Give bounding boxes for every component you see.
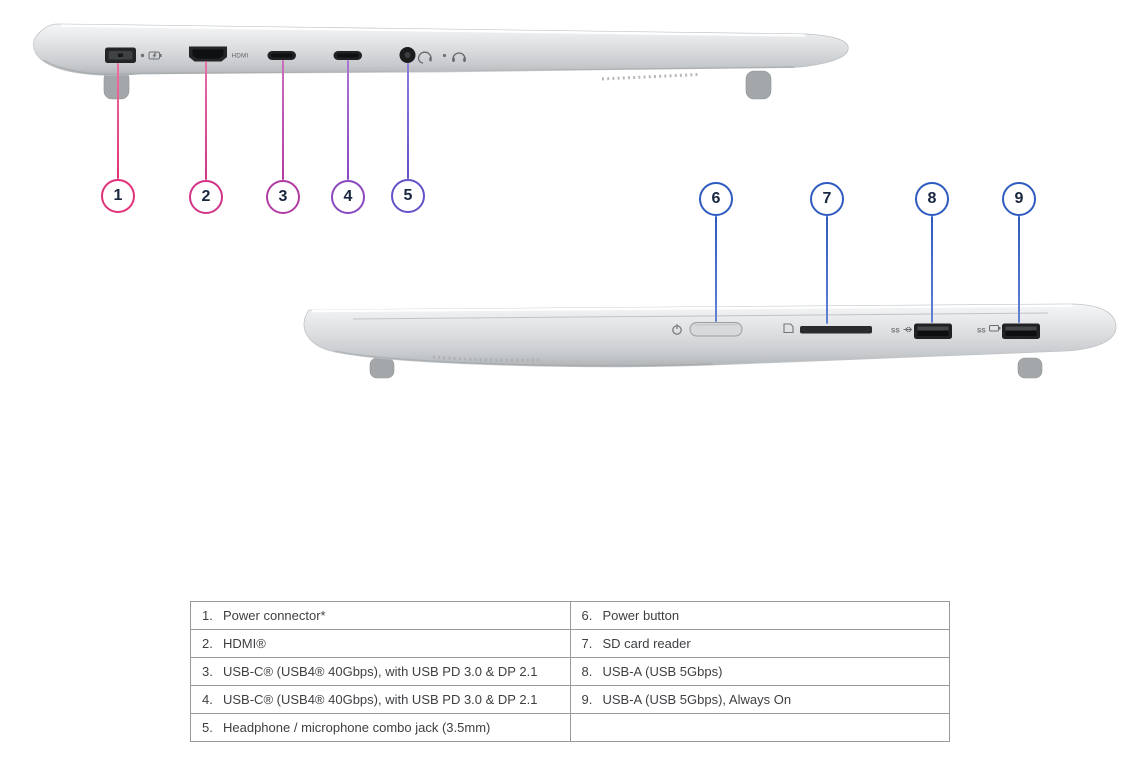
separator-dot-icon bbox=[442, 53, 447, 58]
power-symbol-icon bbox=[672, 324, 682, 335]
callout-circle-4: 4 bbox=[331, 180, 365, 214]
sd-card-slot bbox=[800, 326, 872, 334]
laptop-body bbox=[33, 23, 849, 76]
chassis-highlight bbox=[311, 304, 1073, 313]
callout-circle-1: 1 bbox=[101, 179, 135, 213]
svg-text:SS: SS bbox=[891, 328, 900, 335]
port-number: 2. bbox=[202, 636, 213, 651]
callout-line-4 bbox=[347, 60, 349, 180]
laptop-foot bbox=[1017, 357, 1043, 379]
legend-cell: 1. Power connector* bbox=[190, 601, 571, 630]
port-description: USB-C® (USB4® 40Gbps), with USB PD 3.0 &… bbox=[223, 664, 538, 679]
hdmi-port bbox=[189, 46, 227, 62]
callout-line-7 bbox=[826, 216, 828, 324]
usb-a-port-8 bbox=[914, 323, 952, 339]
legend-cell bbox=[569, 713, 950, 742]
callout-circle-9: 9 bbox=[1002, 182, 1036, 216]
table-row: 2. HDMI® 7. SD card reader bbox=[190, 629, 950, 658]
callout-circle-8: 8 bbox=[915, 182, 949, 216]
vent-holes bbox=[601, 73, 699, 81]
laptop-right-side-view: SS SS bbox=[283, 296, 1118, 389]
port-description: USB-A (USB 5Gbps), Always On bbox=[602, 692, 792, 707]
sd-card-icon bbox=[783, 323, 794, 334]
battery-status-icon bbox=[148, 51, 162, 60]
callout-line-3 bbox=[282, 60, 284, 180]
port-description: Headphone / microphone combo jack (3.5mm… bbox=[223, 720, 491, 735]
legend-cell: 8. USB-A (USB 5Gbps) bbox=[569, 657, 950, 686]
callout-line-6 bbox=[715, 216, 717, 322]
port-number: 3. bbox=[202, 664, 213, 679]
table-row: 1. Power connector* 6. Power button bbox=[190, 601, 950, 630]
callout-circle-7: 7 bbox=[810, 182, 844, 216]
port-description: SD card reader bbox=[602, 636, 691, 651]
port-number: 1. bbox=[202, 608, 213, 623]
usb-5gbps-icon: SS bbox=[891, 326, 913, 335]
laptop-foot bbox=[745, 70, 772, 100]
legend-cell: 7. SD card reader bbox=[569, 629, 950, 658]
callout-circle-5: 5 bbox=[391, 179, 425, 213]
callout-circle-3: 3 bbox=[266, 180, 300, 214]
callout-line-9 bbox=[1018, 216, 1020, 323]
ports-legend-table: 1. Power connector* 6. Power button 2. HDMI… bbox=[190, 601, 950, 742]
legend-cell: 5. Headphone / microphone combo jack (3.5… bbox=[190, 713, 571, 742]
power-led-dot bbox=[140, 53, 145, 58]
legend-cell: 9. USB-A (USB 5Gbps), Always On bbox=[569, 685, 950, 714]
port-number: 4. bbox=[202, 692, 213, 707]
port-number: 9. bbox=[581, 692, 593, 707]
port-description: Power button bbox=[602, 608, 680, 623]
callout-line-5 bbox=[407, 63, 409, 179]
legend-cell: 6. Power button bbox=[569, 601, 950, 630]
port-number: 5. bbox=[202, 720, 213, 735]
laptop-foot bbox=[369, 357, 395, 379]
table-row: 5. Headphone / microphone combo jack (3.5… bbox=[190, 713, 950, 742]
table-row: 3. USB-C® (USB4® 40Gbps), with USB PD 3.0… bbox=[190, 657, 950, 686]
svg-text:SS: SS bbox=[977, 328, 986, 335]
port-description: HDMI® bbox=[223, 636, 266, 651]
usb-a-port-9 bbox=[1002, 323, 1040, 339]
audio-jack-port bbox=[399, 47, 416, 63]
port-description: USB-C® (USB4® 40Gbps), with USB PD 3.0 &… bbox=[223, 692, 538, 707]
port-description: Power connector* bbox=[223, 608, 326, 623]
legend-cell: 4. USB-C® (USB4® 40Gbps), with USB PD 3.0… bbox=[190, 685, 571, 714]
headset-icon bbox=[417, 51, 432, 64]
callout-circle-6: 6 bbox=[699, 182, 733, 216]
laptop-left-side-view: HDMI bbox=[28, 14, 860, 107]
power-connector-port bbox=[105, 47, 136, 63]
vent-holes bbox=[432, 355, 542, 362]
usb-always-on-icon: SS bbox=[977, 325, 1001, 335]
callout-circle-2: 2 bbox=[189, 180, 223, 214]
headphone-icon bbox=[452, 52, 466, 62]
table-row: 4. USB-C® (USB4® 40Gbps), with USB PD 3.0… bbox=[190, 685, 950, 714]
callout-line-2 bbox=[205, 61, 207, 180]
port-description: USB-A (USB 5Gbps) bbox=[602, 664, 723, 679]
port-number: 6. bbox=[581, 608, 593, 623]
hdmi-label: HDMI bbox=[232, 53, 249, 60]
power-button bbox=[689, 322, 743, 337]
usb-c-port-3 bbox=[267, 51, 296, 60]
port-number: 8. bbox=[581, 664, 593, 679]
usb-c-port-4 bbox=[333, 51, 362, 60]
chassis-shadow-edge bbox=[43, 59, 795, 76]
port-number: 7. bbox=[581, 636, 593, 651]
chassis-highlight bbox=[60, 24, 806, 37]
chassis-shadow-edge bbox=[334, 350, 714, 367]
legend-cell: 2. HDMI® bbox=[190, 629, 571, 658]
legend-cell: 3. USB-C® (USB4® 40Gbps), with USB PD 3.0… bbox=[190, 657, 571, 686]
callout-line-1 bbox=[117, 63, 119, 179]
callout-line-8 bbox=[931, 216, 933, 323]
